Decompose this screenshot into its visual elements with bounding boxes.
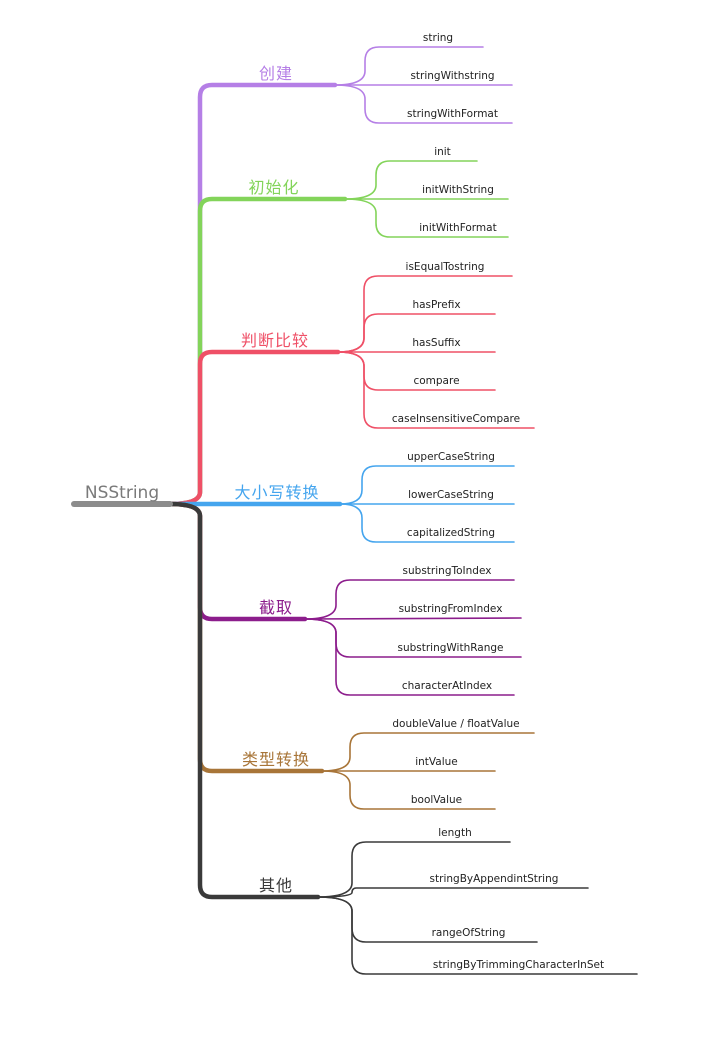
leaf-connector [334,84,513,124]
branch-label: 判断比较 [241,331,309,350]
leaf-label: substringToIndex [403,565,492,577]
leaf-connector [339,503,515,543]
branch-node: 创建 string stringWithstring stringWithFormat [259,32,513,124]
leaf-connector [304,617,522,620]
leaf-label: intValue [415,756,458,768]
leaf-connector [339,465,515,505]
leaf-connector [317,896,638,975]
leaf-label: rangeOfString [432,927,506,939]
branch-connector [167,82,338,507]
leaf-connector [321,732,535,772]
leaf-label: compare [413,375,459,387]
branch-connector [167,501,325,774]
leaf-connector [317,887,589,898]
branch-node: 初始化 init initWithString initWithFormat [248,146,509,238]
leaf-label: substringWithRange [397,642,503,654]
leaf-label: hasSuffix [412,337,460,349]
branch-label: 其他 [259,876,293,895]
branch-node: 截取 substringToIndex substringFromIndex subs… [259,565,522,696]
leaf-connector [321,770,496,810]
branch-node: 类型转换 doubleValue / floatValue intValue bool… [242,718,535,810]
leaf-label: doubleValue / floatValue [392,718,519,730]
branch-node: 判断比较 isEqualTostring hasPrefix hasSuffix com… [241,261,535,429]
branch-label: 初始化 [248,178,299,197]
leaf-label: stringByTrimmingCharacterInSet [433,959,604,971]
leaf-label: substringFromIndex [399,603,503,615]
branch-connector [167,349,341,507]
leaf-connector [337,351,535,429]
trunk-layer [167,82,348,900]
leaf-label: hasPrefix [412,299,460,311]
leaf-label: isEqualTostring [406,261,485,273]
leaf-label: characterAtIndex [402,680,492,692]
branch-node: 其他 length stringByAppendintString rangeOfSt… [259,827,638,975]
branch-label: 截取 [259,598,293,617]
branch-layer: 创建 string stringWithstring stringWithFormat… [234,32,638,975]
leaf-label: initWithFormat [419,222,496,234]
branch-label: 类型转换 [242,750,310,769]
leaf-label: string [423,32,453,44]
root-label: NSString [85,483,159,503]
leaf-connector [344,198,509,238]
leaf-label: caseInsensitiveCompare [392,413,520,425]
leaf-connector [304,618,515,696]
leaf-label: stringWithstring [410,70,494,82]
branch-node: 大小写转换 upperCaseString lowerCaseString capit… [234,451,515,543]
leaf-connector [304,579,515,620]
leaf-label: boolValue [411,794,462,806]
leaf-connector [337,313,496,353]
leaf-label: upperCaseString [407,451,495,463]
leaf-label: length [438,827,471,839]
leaf-label: capitalizedString [407,527,495,539]
leaf-connector [317,841,511,898]
leaf-label: init [434,146,451,158]
leaf-label: initWithString [422,184,494,196]
leaf-connector [344,160,478,200]
branch-label: 创建 [259,64,293,83]
root-node: NSString [71,483,173,507]
branch-connector [167,501,321,900]
leaf-label: lowerCaseString [408,489,494,501]
branch-label: 大小写转换 [234,483,319,502]
leaf-label: stringByAppendintString [430,873,559,885]
leaf-connector [334,46,484,86]
leaf-label: stringWithFormat [407,108,498,120]
